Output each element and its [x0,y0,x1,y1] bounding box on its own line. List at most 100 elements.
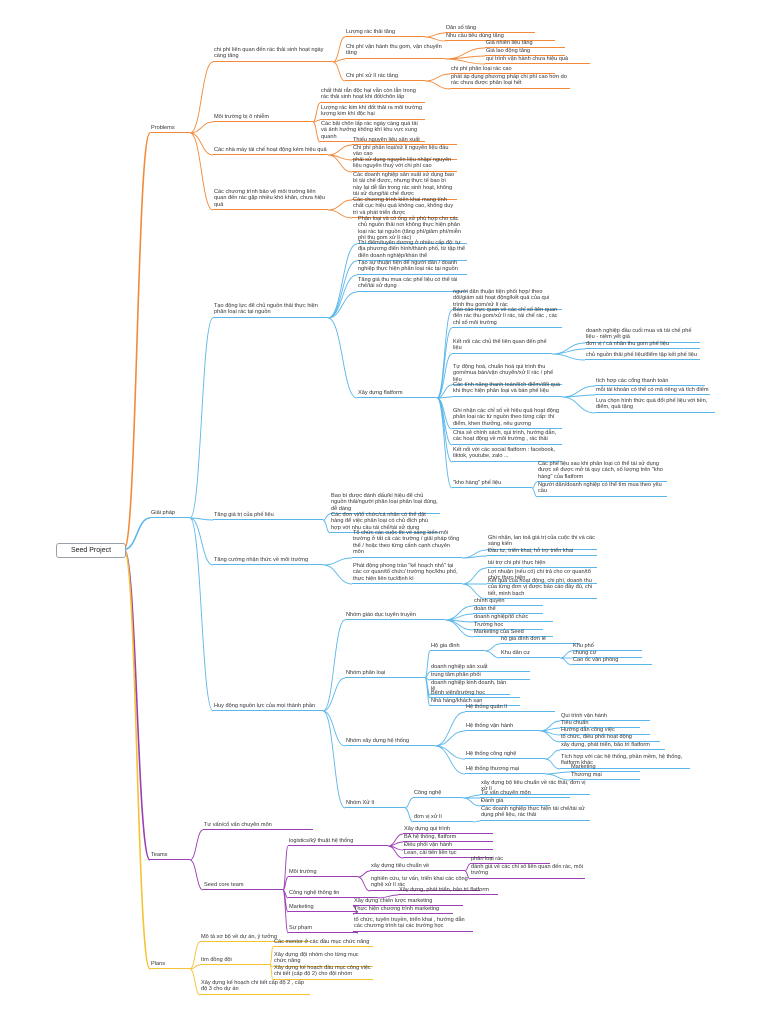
node-s-pl-2[interactable]: Thí điểm/tuyên dương ở nhiều cấp độ: tự … [357,240,467,262]
node-s-b-3-3[interactable]: chủ nguồn thải phế liệu/điểm tập kết phế… [585,352,700,361]
node-s-r-tech[interactable]: Hệ thống công nghệ [465,751,545,760]
node-s-b-2[interactable]: Báo cáo trực quan về các chỉ số liên qua… [452,307,562,329]
node-s-r-edu-5[interactable]: Marketing của Seed [473,629,553,638]
node-s-r-edu-3[interactable]: doanh nghiệp/tổ chức [473,614,553,623]
node-pl-team-1[interactable]: Các mentor ở các đầu mục chức năng [273,939,373,948]
node-s-a-2-1[interactable]: tái trợ chi phí thực hiện [487,560,597,569]
node-problems[interactable]: Problems [150,125,190,134]
node-t-mkt[interactable]: Marketing [288,904,358,913]
node-s-r-area-3[interactable]: Cao ốc văn phòng [572,657,652,666]
node-t-logistics[interactable]: logistics/kỹ thuật hệ thống [288,838,388,847]
node-p-factory[interactable]: Các nhà máy tái chế hoạt động kém hiệu q… [213,147,328,156]
node-t-env[interactable]: Môi trường [288,869,358,878]
node-p-costs-3-1[interactable]: chi phí phân loại rác cao [450,66,555,75]
node-s-pl-4[interactable]: Tăng giá thu mua các phế liệu có thể tái… [357,277,467,292]
node-s-r-hh[interactable]: Hộ gia đình [430,643,485,652]
node-t-legal-1[interactable]: tổ chức, tuyên truyền, triển khai , hướn… [353,917,473,932]
node-s-r-ops-3[interactable]: Hướng dẫn công việc [560,727,650,736]
node-t-core[interactable]: Seed core team [203,882,283,891]
node-plans[interactable]: Plans [150,961,190,970]
node-s-r-edu-1[interactable]: chính quyền [473,598,543,607]
node-p-costs-2-3[interactable]: qui trình vận hành chưa hiệu quả [485,56,590,65]
node-s-r-edu-2[interactable]: đoàn thể [473,606,543,615]
node-s-a-1-1[interactable]: Ghi nhận, lan toả giá trị của cuộc thi v… [487,535,597,550]
node-t-it[interactable]: Công nghệ thông tin [288,890,378,899]
node-p-factory-2[interactable]: Chi phí phân loại/xử lí nguyên liệu đầu … [352,145,457,160]
node-p-costs-2-1[interactable]: Giá nhiên liệu tăng [485,40,565,49]
node-s-r-tech2-3[interactable]: Đánh giá [480,798,550,807]
node-p-costs-1-1[interactable]: Dân số tăng [445,25,535,34]
node-s-b-1[interactable]: người dân thuận tiện phối hợp/ theo dõi/… [452,289,562,311]
node-s-r-tech-2[interactable]: Tích hợp với các hệ thống, phần mềm, hệ … [560,754,690,769]
node-s-r-proc[interactable]: Nhóm Xử lí [345,800,405,809]
node-s-b-3-1[interactable]: doanh nghiệp đầu cuối mua và tái chế phế… [585,328,700,343]
node-s-b-6[interactable]: Ghi nhận các chỉ số về hiệu quả hoạt độn… [452,408,562,430]
node-p-env[interactable]: Môi trường bị ô nhiễm [213,114,313,123]
node-s-aware[interactable]: Tăng cường nhận thức về môi trường [213,557,323,566]
node-t-env-2[interactable]: nghiên cứu, tư vấn, triển khai các công … [370,876,480,891]
node-s-r-unit[interactable]: đơn vị xử lí [413,814,473,823]
node-s-r-sort-6[interactable]: Nhà hàng/khách sạn [430,698,520,707]
node-s-b-8[interactable]: Kết nối với các social flatform : facebo… [452,447,562,462]
node-s-v-2[interactable]: Các đơn vị/tổ chức/cá nhân có thể đặt hà… [330,512,440,534]
node-t-advisor[interactable]: Tư vấn/cố vấn chuyên môn [203,822,313,831]
node-s-r-edu[interactable]: Nhóm giáo dục tuyên truyền [345,612,445,621]
node-t-log-4[interactable]: Lean, cải tiến liên tục [403,850,493,859]
node-s-r-ops-2[interactable]: Tiêu chuẩn [560,720,640,729]
node-s-r-ops-4[interactable]: tổ chức, điều phối hoạt động [560,734,660,743]
node-pl-1[interactable]: Mô tả sơ bộ về dự án, ý tưởng [200,934,310,943]
node-s-r-ops-1[interactable]: Qui trình vận hành [560,713,650,722]
node-s-r-ops[interactable]: Hệ thống vận hành [465,723,540,732]
node-s-r-sys-1[interactable]: Hệ thống quản lí [465,704,555,713]
node-s-r-sort-4[interactable]: doanh nghiệp kinh doanh, bán lẻ [430,680,510,695]
node-teams[interactable]: Teams [150,852,190,861]
node-s-b-5-2[interactable]: mỗi tài khoản có thể có mã riêng và tích… [595,387,710,396]
node-p-costs-2-2[interactable]: Giá lao động tăng [485,48,565,57]
node-p-costs-3-2[interactable]: phát áp dụng phương pháp chi phí cao hơn… [450,74,570,89]
node-t-log-2[interactable]: BA hệ thống, flatform [403,834,493,843]
node-t-mkt-2[interactable]: Thực hiện chương trình marketing [353,906,453,915]
node-s-r-area-1[interactable]: Khu phố [572,643,642,652]
node-p-factory-3[interactable]: phải sử dụng nguyên liệu nhập/ nguyên li… [352,157,457,172]
node-s-build[interactable]: Xây dựng flatform [357,390,437,399]
node-s-a-2-3[interactable]: Kết quả của hoạt động, chi phí, doanh th… [487,578,597,600]
node-s-r-area[interactable]: Khu dân cư [500,650,560,659]
node-s-b-9-2[interactable]: Người dân/doanh nghiệp có thể tìm mua th… [537,482,667,497]
node-p-env-2[interactable]: Lượng rác kim khí đốt thải ra môi trường… [320,105,425,120]
node-s-b-3[interactable]: Kết nối các chủ thể liên quan đến phế li… [452,339,552,354]
node-s-a-2[interactable]: Phát động phong trào "kế hoạch nhỏ" tại … [352,563,462,585]
node-s-pl-3[interactable]: Tạo sự thuận tiện để người dân / doanh n… [357,260,467,275]
node-s-r-sort-2[interactable]: doanh nghiệp sản xuất [430,664,530,673]
node-t-env-1[interactable]: xây dựng tiêu chuẩn về [370,863,465,872]
node-pl-team[interactable]: tìm đồng đội [200,957,270,966]
node-pl-3[interactable]: Xây dựng kế hoạch chi tiết cấp độ 2 , cấ… [200,980,310,995]
node-p-costs-3[interactable]: Chi phí xử lí rác tăng [345,73,425,82]
node-t-log-3[interactable]: Điều phối vận hành [403,842,493,851]
node-s-platform[interactable]: Tạo động lực để chủ nguồn thải thực hiện… [213,303,328,318]
node-p-env-3[interactable]: Các bãi chôn lấp rác ngày càng quá tải v… [320,121,425,143]
node-s-b-3-2[interactable]: đơn vị / cá nhân thu gom phế liệu [585,341,700,350]
node-pl-team-3[interactable]: Xây dựng kế hoạch đầu mục công việc chi … [273,965,373,980]
node-s-a-2-2[interactable]: Lợi nhuận (nếu có) chi trả cho cơ quan/t… [487,569,597,584]
node-p-factory-1[interactable]: Thiếu nguyên liệu sản xuất [352,137,457,146]
node-s-value[interactable]: Tăng giá trị của phế liệu [213,512,323,521]
node-s-r-tech2-2[interactable]: Tư vấn chuyên môn [480,790,570,799]
node-t-mkt-1[interactable]: Xây dựng chiến lược marketing [353,898,463,907]
node-s-r-tech2-1[interactable]: xây dựng bộ tiêu chuẩn về rác thải, đơn … [480,780,590,795]
node-p-program[interactable]: Các chương trình bảo vệ môi trường liên … [213,189,328,211]
node-s-r-sort-3[interactable]: trung tâm phân phối [430,672,530,681]
node-s-r-hh-1[interactable]: hộ gia đình đơn lẻ [500,636,580,645]
node-s-r-edu-4[interactable]: Trường học [473,622,543,631]
node-s-b-9-1[interactable]: Các phế liệu sau khi phân loại có thể tá… [537,461,667,483]
node-s-b-4[interactable]: Tự động hoá, chuẩn hoá qui trình thu gom… [452,364,562,386]
node-s-b-5-3[interactable]: Lựa chọn hình thức quà đổi phế liệu với … [595,398,715,413]
node-s-r-trade-1[interactable]: Marketing [570,764,640,773]
node-s-r-sort[interactable]: Nhóm phân loại [345,670,425,679]
node-p-costs[interactable]: chi phí liên quan đến rác thải sinh hoạt… [213,47,333,62]
node-solutions[interactable]: Giải pháp [150,510,190,519]
node-t-log-1[interactable]: Xây dựng qui trình [403,826,493,835]
node-s-r-tech-1[interactable]: xây dựng, phát triển, bảo trì flatform [560,742,665,751]
node-pl-team-2[interactable]: Xây dựng đội nhóm cho từng mục chức năng [273,952,373,967]
node-s-r-sys[interactable]: Nhóm xây dựng hệ thống [345,738,435,747]
node-s-a-1-2[interactable]: Đầu tư, triển khai, hỗ trợ triển khai [487,548,597,557]
